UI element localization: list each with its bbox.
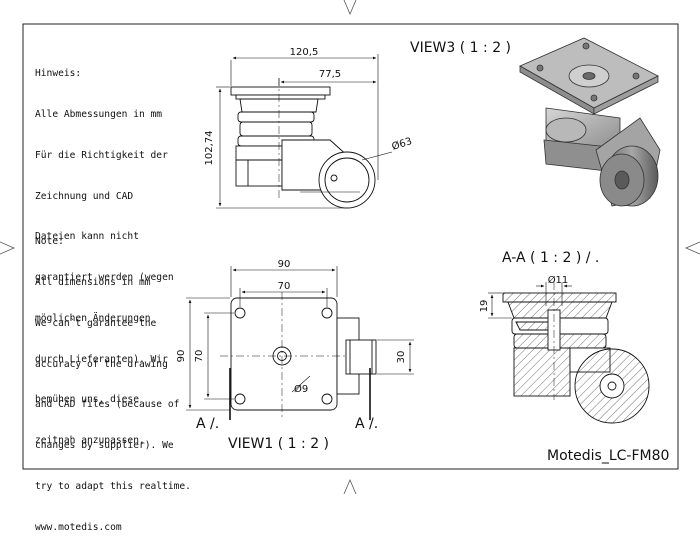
view1-top: [220, 292, 377, 418]
note-english-line: accuracy of the drawing: [35, 358, 168, 370]
note-english-line: We can`t garantee the: [35, 317, 157, 329]
view3-label: VIEW3 ( 1 : 2 ): [410, 40, 511, 56]
website-link[interactable]: www.motedis.com: [35, 521, 122, 533]
section-mark-right: A /.: [355, 416, 378, 432]
note-english-line: All dimensions in mm: [35, 276, 151, 288]
view1-hole-dim: Ø9: [294, 383, 308, 395]
section-bore-dim: Ø11: [548, 274, 569, 286]
part-name: Motedis_LC-FM80: [547, 448, 669, 464]
section-label: A-A ( 1 : 2 ) / .: [502, 250, 599, 266]
view1-inner-width-dim: 70: [278, 281, 291, 292]
note-english-line: and CAD files (because of: [35, 399, 180, 411]
note-english-line: changes by supplier). We: [35, 440, 174, 452]
section-dimensions: [488, 282, 572, 319]
side-offset-dim: 77,5: [319, 69, 341, 80]
drawing-sheet: 120,5 77,5 102,74 Ø63 VIEW3 ( 1 : 2 ): [0, 0, 700, 494]
note-german-line: Für die Richtigkeit der: [35, 149, 168, 161]
note-german-line: Alle Abmessungen in mm: [35, 108, 163, 120]
note-german-line: möglichen Änderungen: [35, 312, 151, 324]
note-german-line: Dateien kann nicht: [35, 231, 139, 243]
note-german-line: garantiert werden (wegen: [35, 272, 174, 284]
side-height-dim: 102,74: [204, 131, 215, 166]
note-english-heading: Note:: [35, 236, 64, 248]
sheet-frame: [0, 0, 700, 494]
side-view-dimensions: [216, 54, 393, 209]
note-english: Note: All dimensions in mm We can`t gara…: [35, 208, 191, 548]
section-view: [502, 282, 650, 424]
side-wheel-dim: Ø63: [390, 135, 413, 153]
view1-label: VIEW1 ( 1 : 2 ): [228, 436, 329, 452]
note-german-line: durch Lieferanten). Wir: [35, 353, 168, 365]
view1-inner-height-dim: 70: [194, 350, 205, 363]
section-mark-left: A /.: [196, 416, 219, 432]
note-german: Hinweis: Alle Abmessungen in mm Für die …: [35, 40, 174, 461]
note-german-line: bemühen uns, diese: [35, 394, 139, 406]
view1-outer-height-dim: 90: [176, 350, 187, 363]
note-german-line: Zeichnung und CAD: [35, 190, 134, 202]
note-german-line: zeitnah anzupassen.: [35, 435, 145, 447]
note-english-line: try to adapt this realtime.: [35, 480, 191, 492]
side-view: [230, 78, 376, 209]
view1-side-dim: 30: [396, 351, 407, 364]
section-plate-dim: 19: [479, 300, 490, 313]
side-width-dim: 120,5: [290, 47, 319, 58]
view1-dimensions: [186, 266, 414, 420]
view1-outer-width-dim: 90: [278, 259, 291, 270]
view3-isometric: [519, 37, 661, 207]
note-german-heading: Hinweis:: [35, 68, 82, 80]
